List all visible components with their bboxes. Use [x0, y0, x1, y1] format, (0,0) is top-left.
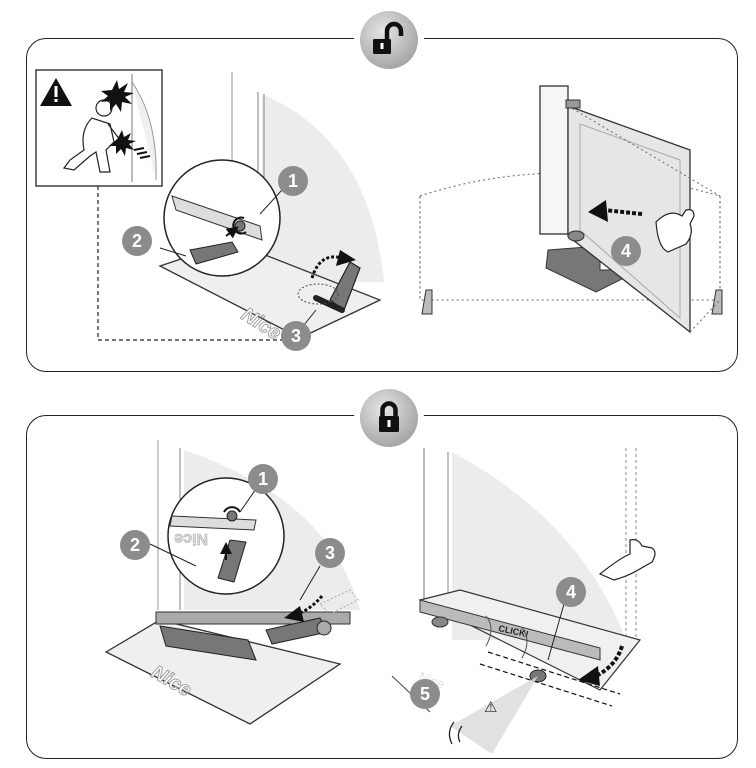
locked-padlock-icon — [360, 389, 418, 447]
svg-text:4: 4 — [621, 241, 631, 261]
base-plate-bottom: Nice — [104, 589, 359, 725]
step-marker-5-bottom: 5 — [410, 679, 440, 709]
hand-icon — [655, 209, 695, 253]
magnifier-detail-bottom: Nice — [167, 477, 285, 595]
unlocked-padlock-icon — [360, 11, 418, 69]
mirrored-brand-text: Nice — [174, 530, 208, 547]
hand-icon-bottom — [598, 539, 656, 581]
magnifier-detail — [163, 159, 281, 277]
warning-inset — [35, 69, 163, 187]
arrow-head — [336, 250, 356, 266]
step-marker-3-top: 3 — [281, 321, 311, 351]
warning-triangle-icon — [40, 78, 72, 106]
release-lever — [297, 261, 361, 313]
rotate-arrow-icon-bottom — [284, 606, 304, 622]
gate-closing-illustration: CLICK! Nice ⚠ — [391, 448, 656, 754]
svg-text:2: 2 — [130, 535, 140, 555]
step-marker-2-bottom: 2 — [120, 530, 150, 560]
svg-text:4: 4 — [566, 582, 576, 602]
step-marker-1-bottom: 1 — [248, 464, 278, 494]
push-arrow-icon — [588, 200, 608, 222]
gate-swing-illustration — [419, 85, 723, 334]
svg-text:5: 5 — [420, 684, 430, 704]
step-marker-4-bottom: 4 — [556, 577, 586, 607]
svg-text:1: 1 — [288, 171, 298, 191]
svg-text:1: 1 — [258, 469, 268, 489]
push-arrow-icon-bottom — [578, 666, 600, 686]
lock-panel — [26, 415, 738, 759]
warning-icon-bottom: ⚠ — [484, 698, 497, 716]
foot-icon — [448, 721, 463, 745]
svg-text:3: 3 — [325, 543, 335, 563]
inset-leader-line — [97, 186, 285, 341]
step-marker-1-top: 1 — [278, 166, 308, 196]
step-marker-4-top: 4 — [611, 236, 641, 266]
svg-text:3: 3 — [291, 326, 301, 346]
impact-star-icon — [101, 80, 136, 156]
svg-text:2: 2 — [132, 231, 142, 251]
step-marker-2-top: 2 — [122, 226, 152, 256]
step-marker-3-bottom: 3 — [315, 538, 345, 568]
